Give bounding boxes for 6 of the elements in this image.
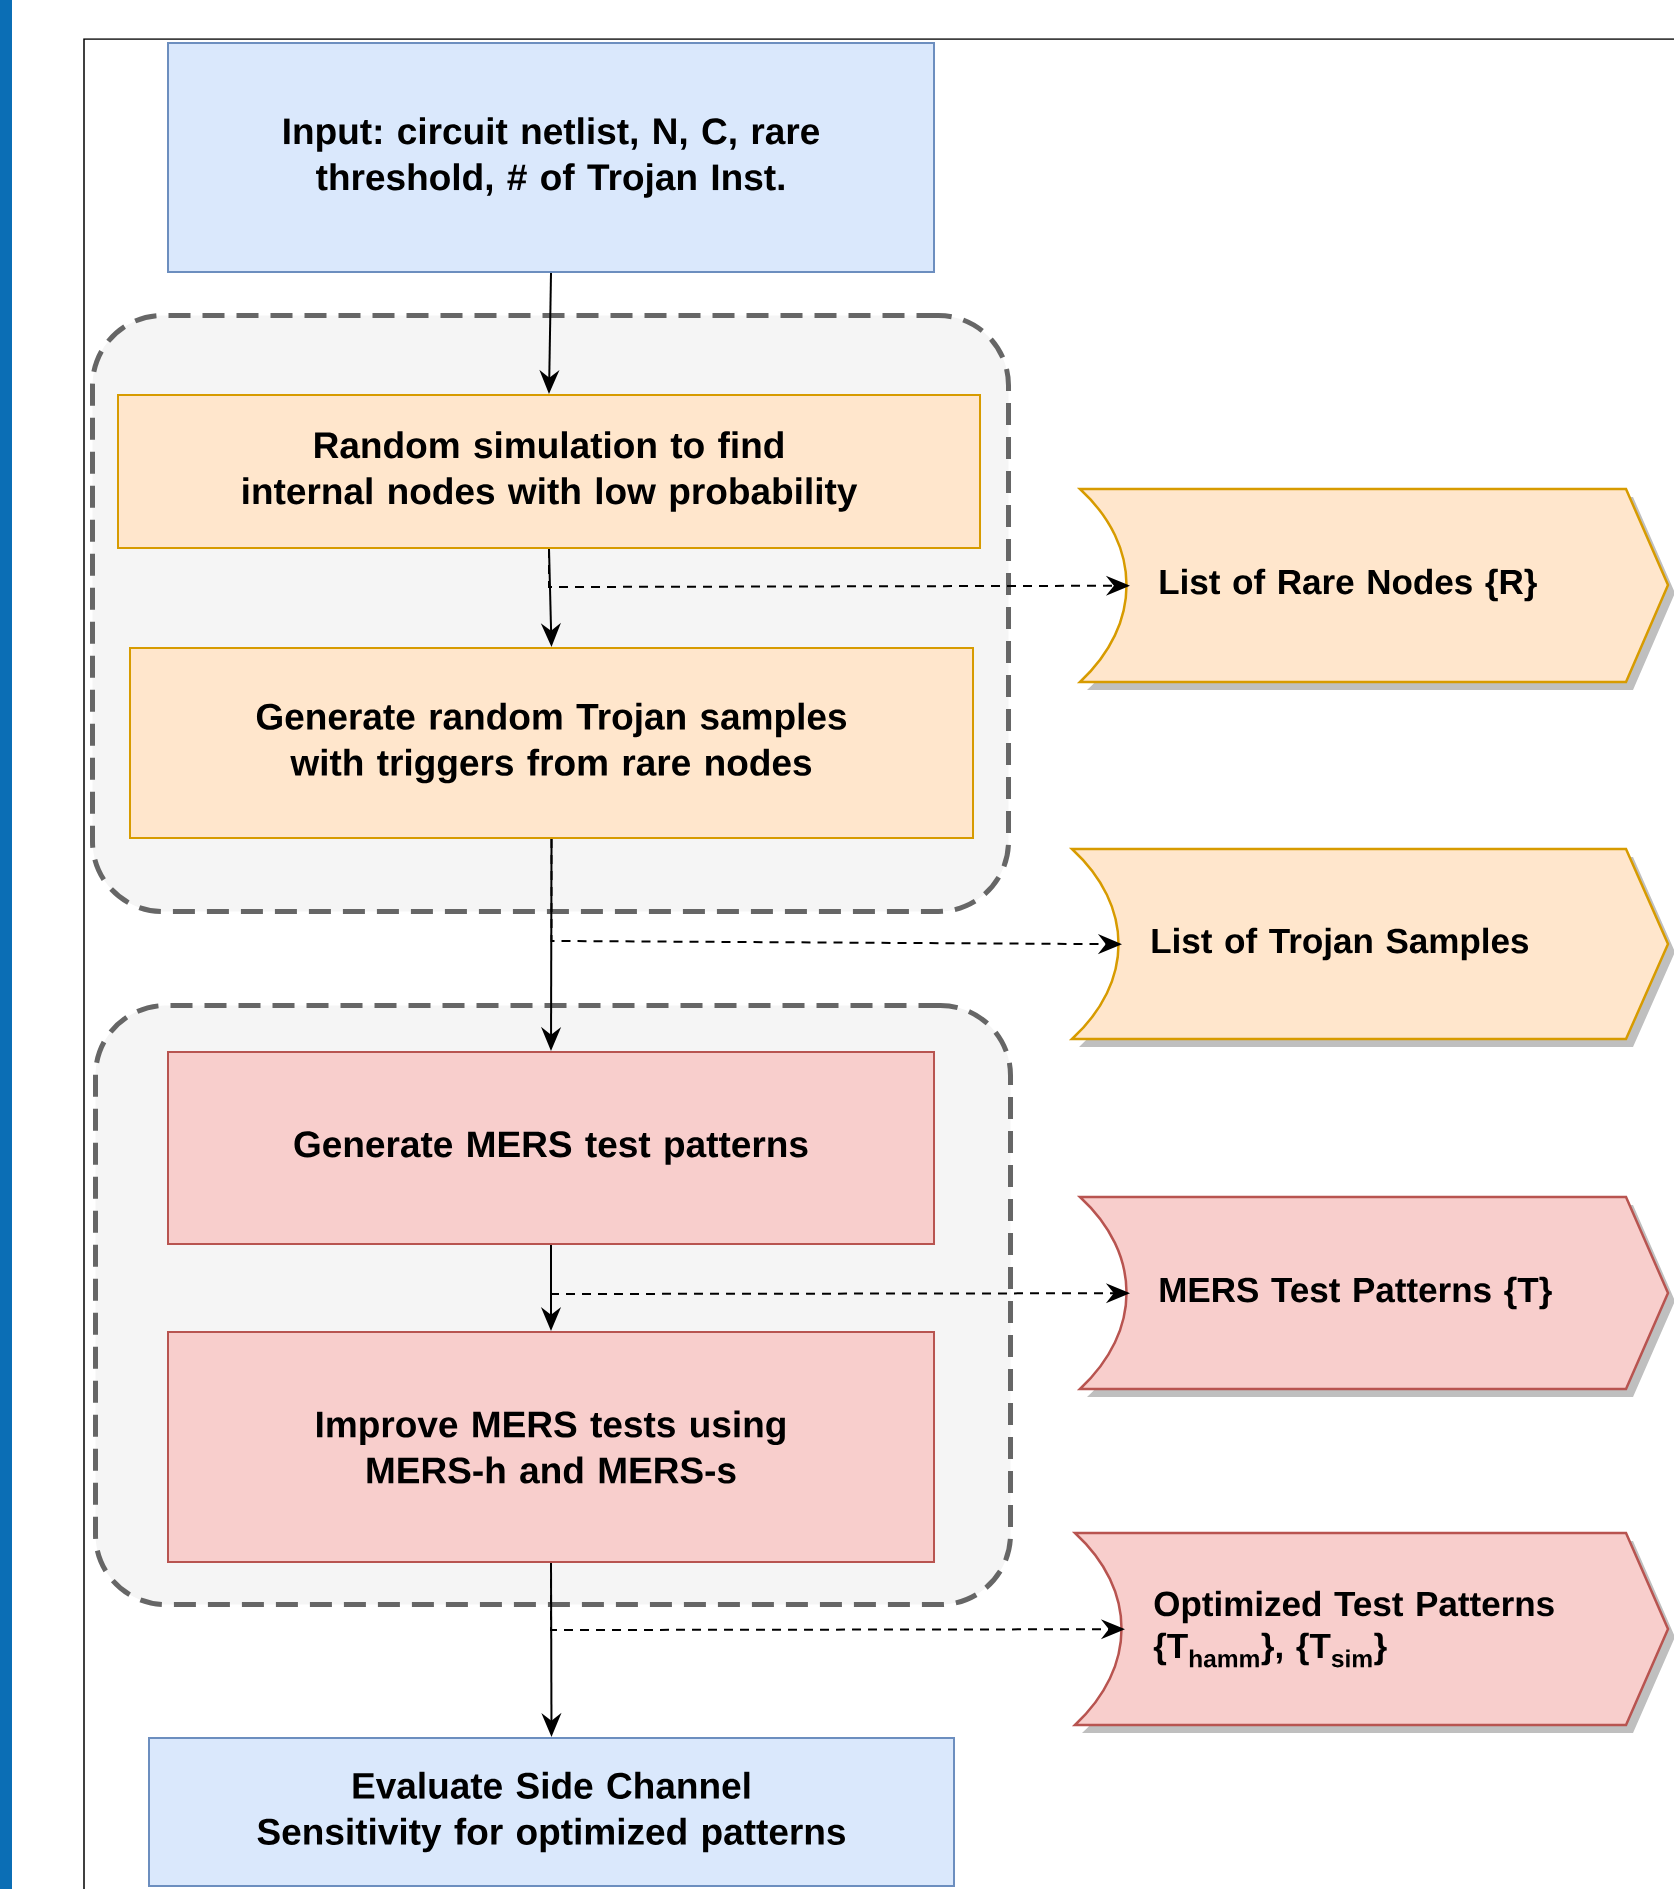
process-box: Generate random Trojan samples with triggers from rare nodes	[129, 647, 974, 839]
process-box: Input: circuit netlist, N, C, rare threshold, # of Trojan Inst.	[167, 42, 935, 273]
process-box: Generate MERS test patterns	[167, 1051, 935, 1245]
process-box: Improve MERS tests using MERS-h and MERS-s	[167, 1331, 935, 1563]
process-box: Random simulation to find internal nodes with low probability	[117, 394, 981, 549]
process-box: Evaluate Side Channel Sensitivity for optimized patterns	[148, 1737, 955, 1887]
